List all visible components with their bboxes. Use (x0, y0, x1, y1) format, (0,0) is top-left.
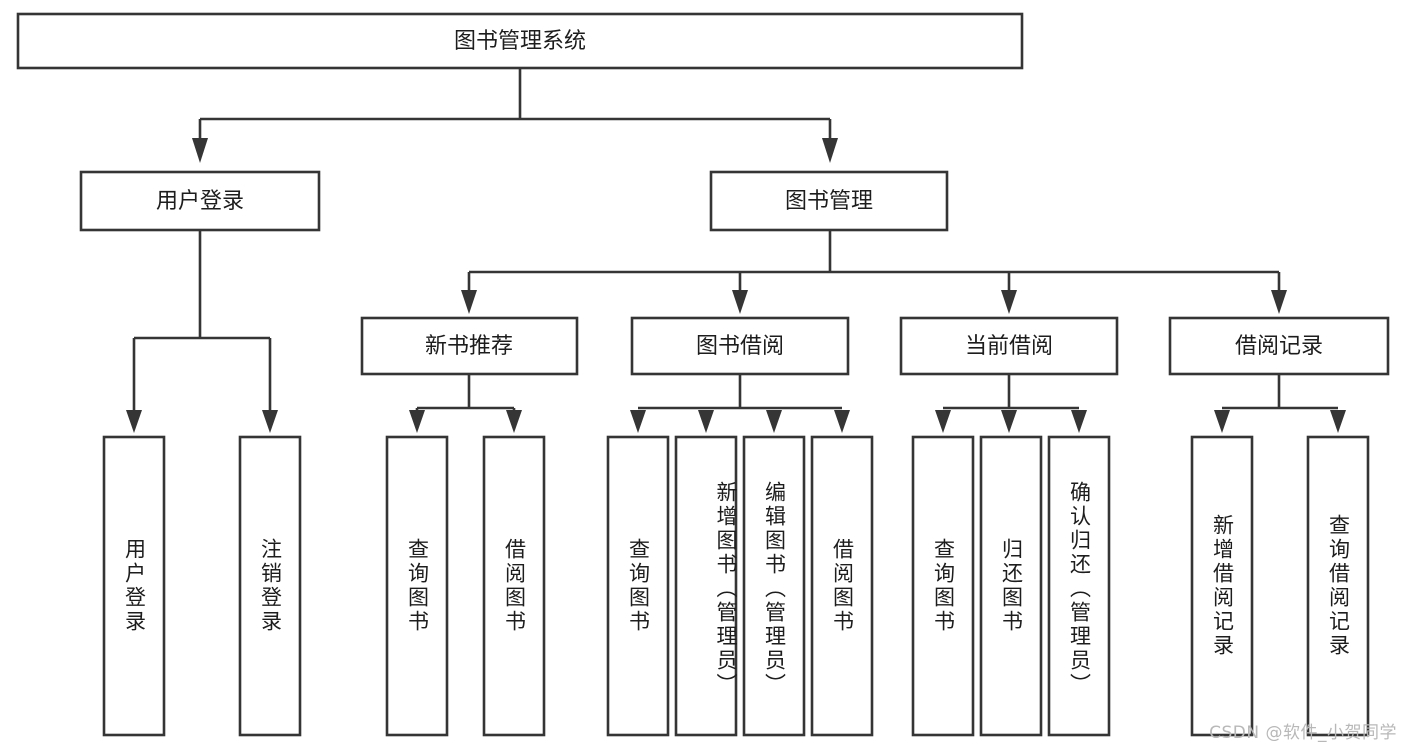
arrow-head-current-borrow (1001, 290, 1017, 314)
node-root[interactable]: 图书管理系统 (16, 12, 1024, 70)
leaf-user-login-box[interactable] (102, 435, 166, 737)
node-user-login-label: 用户登录 (156, 189, 244, 214)
arrow-head-user-login (192, 138, 208, 163)
arrow-head-new-book-recommend (461, 290, 477, 314)
arrow-head-leaf-confirm-return (1071, 410, 1087, 433)
leaf-query-book-3-box[interactable] (911, 435, 975, 737)
connector-group-root (192, 68, 838, 163)
node-new-book-recommend-box[interactable] (360, 316, 579, 376)
arrow-head-leaf-query-book-1 (409, 410, 425, 433)
node-borrow-record-label: 借阅记录 (1235, 334, 1323, 359)
leaf-query-book-2-box[interactable] (606, 435, 670, 737)
arrow-head-leaf-return-book (1001, 410, 1017, 433)
node-book-borrow-box[interactable] (630, 316, 850, 376)
leaf-boxes-group (102, 435, 1370, 737)
arrow-head-book-management (822, 138, 838, 163)
node-book-management-label: 图书管理 (785, 189, 873, 214)
arrow-head-leaf-add-record (1214, 410, 1230, 433)
arrow-head-leaf-borrow-book-1 (506, 410, 522, 433)
connector-group-current-borrow (935, 374, 1087, 433)
node-borrow-record[interactable]: 借阅记录 (1168, 316, 1390, 376)
arrow-head-book-borrow (732, 290, 748, 314)
arrow-head-leaf-logout (262, 410, 278, 433)
leaf-logout-box[interactable] (238, 435, 302, 737)
leaf-edit-book-box[interactable] (742, 435, 806, 737)
connector-group-book-borrow (630, 374, 850, 433)
leaf-borrow-book-2-box[interactable] (810, 435, 874, 737)
leaf-query-book-1-box[interactable] (385, 435, 449, 737)
connector-group-borrow-record (1214, 374, 1346, 433)
connector-group-book-management (461, 230, 1287, 314)
node-current-borrow-label: 当前借阅 (965, 334, 1053, 359)
arrow-head-leaf-query-record (1330, 410, 1346, 433)
connector-group-new-book-recommend (409, 374, 522, 433)
leaf-confirm-return-box[interactable] (1047, 435, 1111, 737)
arrow-head-borrow-record (1271, 290, 1287, 314)
arrow-head-leaf-query-book-3 (935, 410, 951, 433)
node-root-label: 图书管理系统 (454, 29, 586, 54)
connector-group-user-login (126, 230, 278, 433)
node-current-borrow[interactable]: 当前借阅 (899, 316, 1119, 376)
node-user-login-box[interactable] (79, 170, 321, 232)
node-user-login[interactable]: 用户登录 (79, 170, 321, 232)
node-borrow-record-box[interactable] (1168, 316, 1390, 376)
arrow-head-leaf-edit-book (766, 410, 782, 433)
arrow-head-leaf-user-login (126, 410, 142, 433)
leaf-return-book-box[interactable] (979, 435, 1043, 737)
node-new-book-recommend[interactable]: 新书推荐 (360, 316, 579, 376)
leaf-query-record-box[interactable] (1306, 435, 1370, 737)
node-book-management-box[interactable] (709, 170, 949, 232)
node-current-borrow-box[interactable] (899, 316, 1119, 376)
arrow-head-leaf-borrow-book-2 (834, 410, 850, 433)
node-book-borrow[interactable]: 图书借阅 (630, 316, 850, 376)
arrow-head-leaf-query-book-2 (630, 410, 646, 433)
node-book-borrow-label: 图书借阅 (696, 334, 784, 359)
csdn-watermark: CSDN @软件_小贺同学 (1209, 723, 1397, 743)
leaf-add-record-box[interactable] (1190, 435, 1254, 737)
node-new-book-recommend-label: 新书推荐 (425, 334, 513, 359)
node-root-box[interactable] (16, 12, 1024, 70)
leaf-add-book-box[interactable] (674, 435, 738, 737)
leaf-borrow-book-1-box[interactable] (482, 435, 546, 737)
node-book-management[interactable]: 图书管理 (709, 170, 949, 232)
arrow-head-leaf-add-book (698, 410, 714, 433)
